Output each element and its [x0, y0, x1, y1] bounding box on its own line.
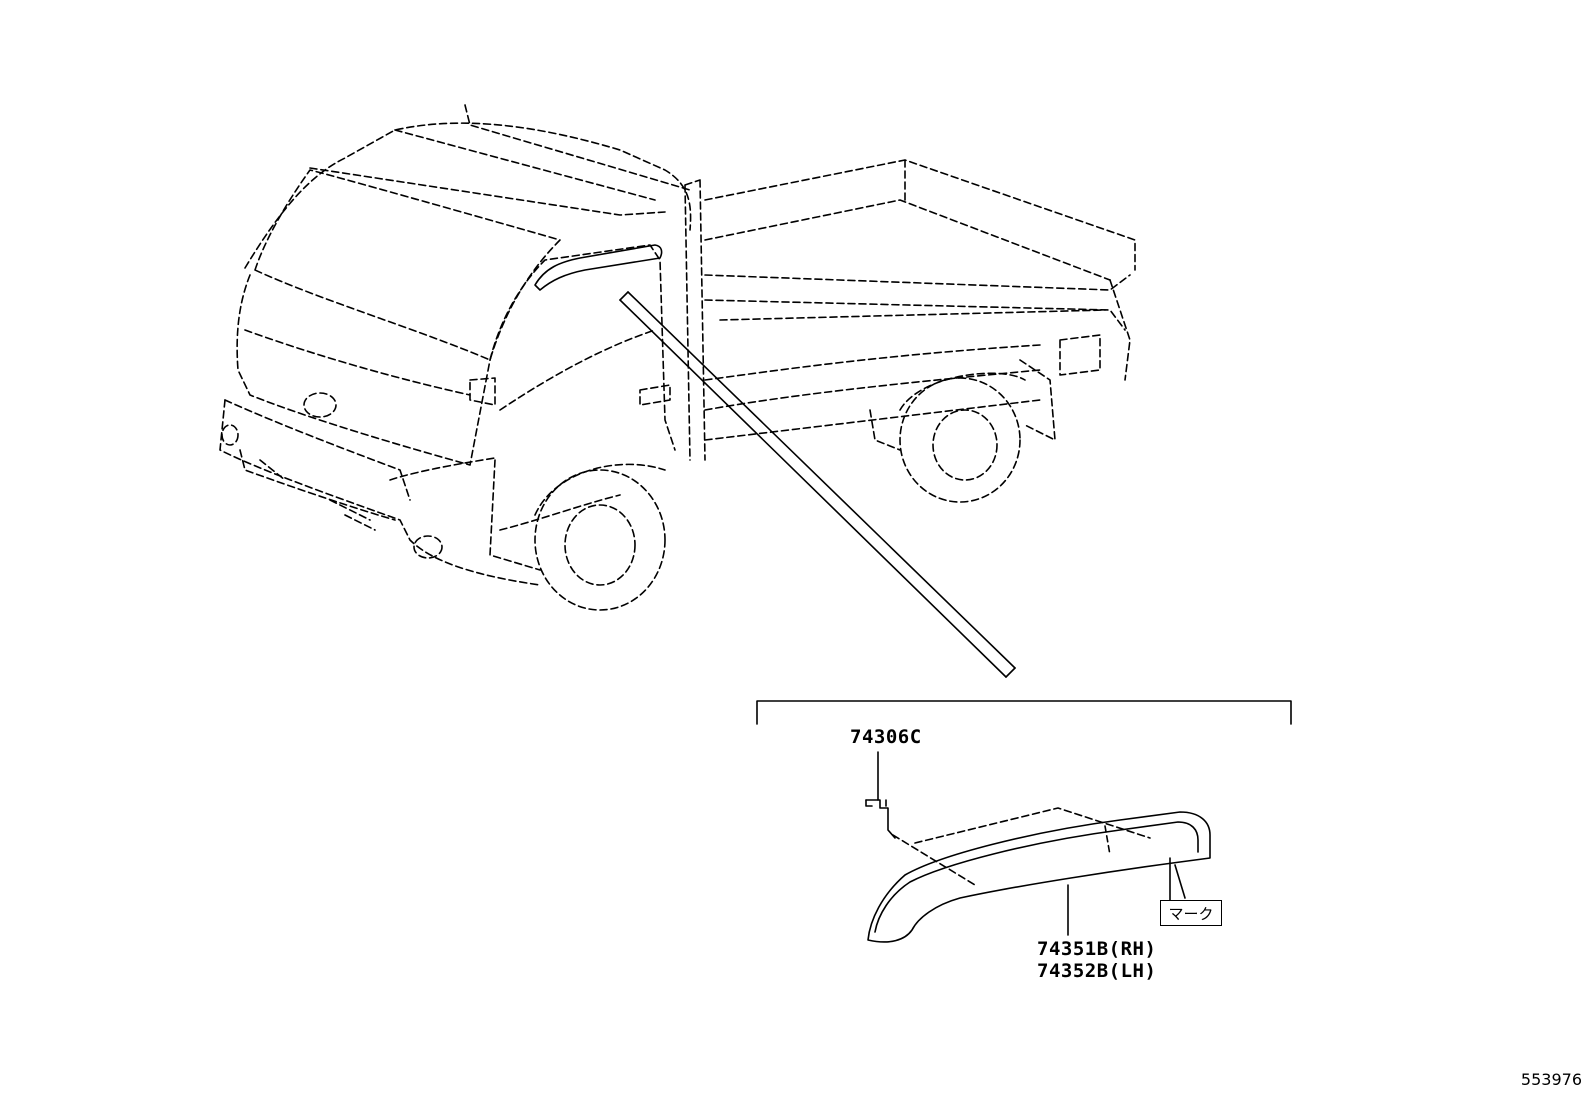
clip-part-number: 74306C: [850, 726, 922, 748]
visor-clip-icon: [865, 751, 896, 839]
reference-number: 553976: [1520, 1070, 1582, 1089]
truck-illustration-icon: [219, 104, 1136, 611]
door-visor-icon: [867, 811, 1211, 943]
clip-guide-line: [892, 834, 976, 886]
leader-arrow: [619, 291, 1016, 678]
mark-label: マーク: [1160, 900, 1222, 926]
clip-guide-line-2: [914, 807, 1151, 844]
visor-lh-part-number: 74352B(LH): [1037, 960, 1157, 982]
visor-rh-part-number: 74351B(RH): [1037, 938, 1157, 960]
detail-bracket: [756, 700, 1292, 725]
truck-visor: [534, 244, 663, 291]
